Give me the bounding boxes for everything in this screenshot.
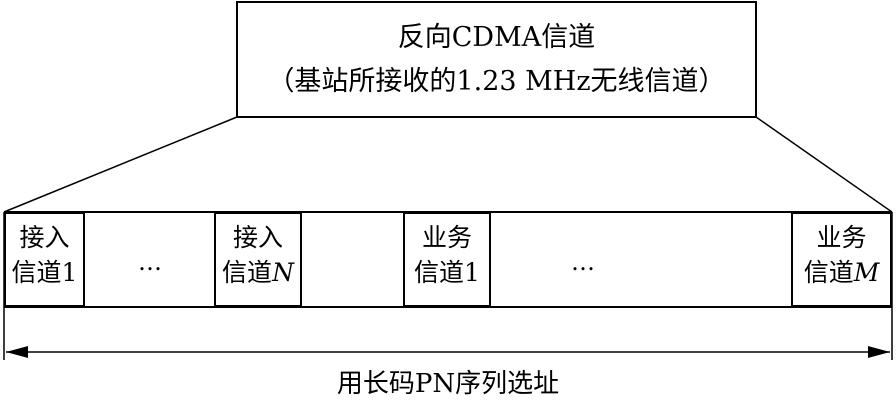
channel-label-traffic-m: 业务 信道M	[792, 220, 891, 290]
ellipsis-1: …	[138, 248, 162, 276]
channel-label-access-1: 接入 信道1	[5, 220, 84, 290]
ellipsis-2: …	[571, 248, 595, 276]
channel-label-traffic-1: 业务 信道1	[404, 220, 490, 290]
channel-box-3	[403, 212, 491, 307]
right-expand-line	[755, 116, 893, 213]
channel-number: 信道N	[222, 258, 294, 287]
channel-type: 接入	[19, 223, 70, 252]
header-subtitle: （基站所接收的1.23 MHz无线信道）	[267, 66, 726, 97]
left-expand-line	[3, 116, 238, 213]
channel-type: 接入	[232, 223, 283, 252]
header-title: 反向CDMA信道	[397, 22, 596, 53]
span-arrow-right-head	[868, 346, 890, 358]
channel-label-access-n: 接入 信道N	[215, 220, 301, 290]
channel-box-2	[214, 212, 302, 307]
channel-box-4	[791, 212, 892, 307]
channel-box-1	[4, 212, 85, 307]
header-box	[236, 1, 757, 118]
span-arrow-left-head	[6, 346, 28, 358]
channel-type: 业务	[421, 223, 472, 252]
bottom-label: 用长码PN序列选址	[336, 369, 560, 399]
channel-number: 信道1	[414, 258, 480, 287]
channel-number: 信道1	[11, 258, 78, 287]
channel-type: 业务	[816, 223, 867, 252]
channel-number: 信道M	[803, 258, 880, 287]
